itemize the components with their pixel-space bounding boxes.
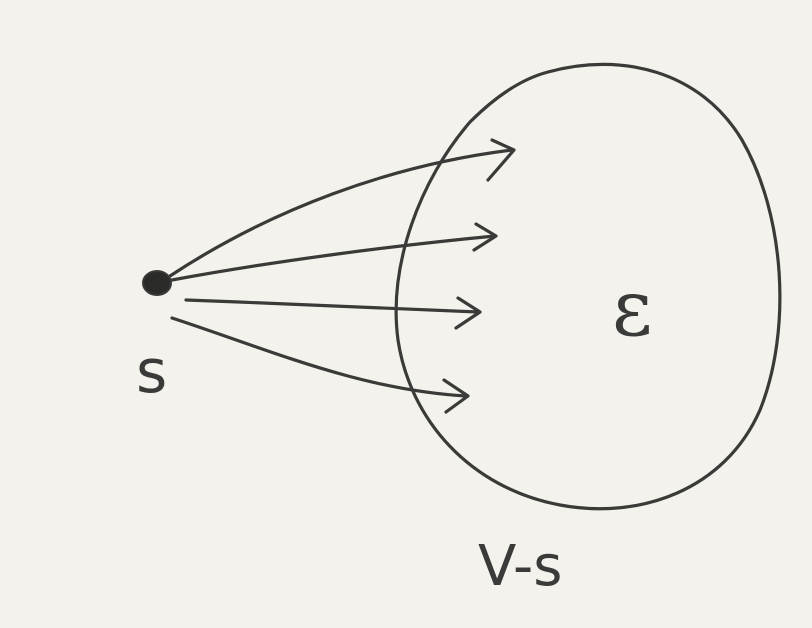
edge-1	[168, 148, 514, 278]
region-label: V-s	[478, 534, 562, 599]
source-node-label: s	[136, 337, 167, 407]
edge-4-arrowhead	[442, 378, 470, 414]
edge-2	[170, 234, 497, 282]
edge-2-arrowhead	[472, 222, 498, 252]
edge-4	[170, 316, 468, 398]
edge-3	[184, 298, 480, 314]
edge-3-arrowhead	[454, 296, 482, 330]
region-outline	[394, 62, 782, 511]
source-node	[142, 270, 172, 296]
edge-1-arrowhead	[486, 138, 516, 182]
region-inner-symbol: ε	[612, 264, 652, 354]
